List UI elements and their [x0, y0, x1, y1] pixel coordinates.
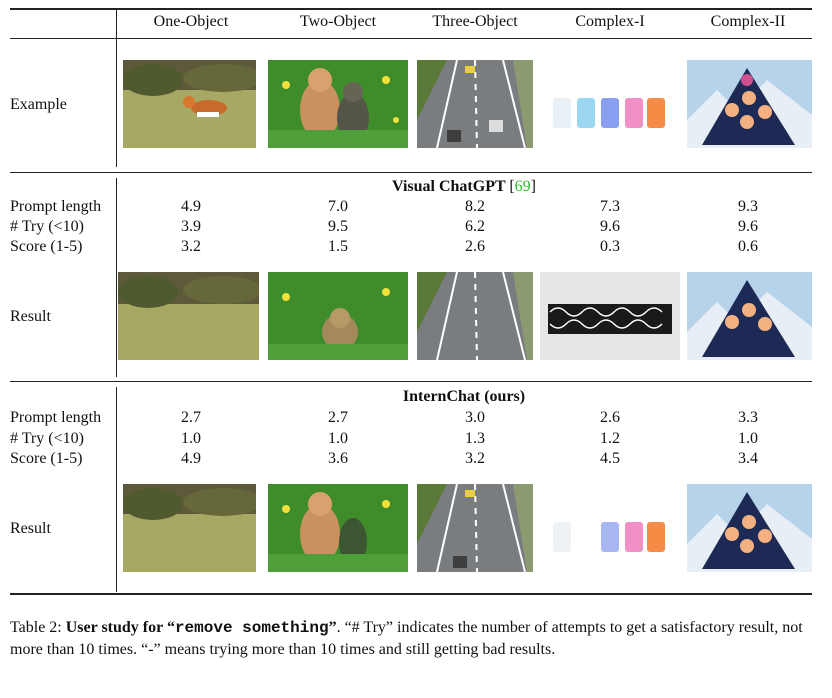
result-image-cups — [547, 484, 672, 572]
cell: 2.7 — [328, 409, 348, 426]
cell: 2.6 — [600, 409, 620, 426]
result-label: Result — [10, 520, 51, 537]
example-image-cups — [547, 60, 672, 148]
cell: 2.7 — [181, 409, 201, 426]
cell: 3.2 — [181, 238, 201, 255]
row-label-prompt-length: Prompt length — [10, 198, 102, 215]
cell: 3.6 — [328, 450, 348, 467]
column-divider-1 — [116, 10, 117, 167]
cell: 1.2 — [600, 430, 620, 447]
cell: 9.6 — [600, 218, 620, 235]
row-label-prompt-length: Prompt length — [10, 409, 102, 426]
cell: 4.5 — [600, 450, 620, 467]
result-image-cartoon — [687, 484, 812, 572]
result-image-pattern — [540, 272, 680, 360]
column-header-complex-i: Complex-I — [575, 13, 645, 30]
result-image-field — [123, 484, 256, 572]
cell: 1.0 — [181, 430, 201, 447]
section-rule — [10, 381, 812, 382]
cell: 1.0 — [328, 430, 348, 447]
citation-link[interactable]: 69 — [514, 178, 531, 195]
result-image-cat — [268, 484, 408, 572]
row-label-score: Score (1-5) — [10, 450, 83, 467]
section-title-text: Visual ChatGPT — [391, 178, 506, 195]
cell: 9.6 — [738, 218, 758, 235]
cell: 0.6 — [738, 238, 758, 255]
cell: 1.5 — [328, 238, 348, 255]
column-header-three-object: Three-Object — [432, 13, 518, 30]
cell: 3.2 — [465, 450, 485, 467]
cell: 7.3 — [600, 198, 620, 215]
caption-code: remove something — [174, 619, 329, 637]
section-title-internchat: InternChat (ours) — [402, 388, 526, 405]
example-image-cats — [268, 60, 408, 148]
cell: 3.9 — [181, 218, 201, 235]
cell: 0.3 — [600, 238, 620, 255]
cell: 7.0 — [328, 198, 348, 215]
top-rule — [10, 8, 812, 10]
bottom-rule — [10, 593, 812, 595]
table-caption: Table 2: User study for “remove somethin… — [10, 617, 815, 660]
example-image-highway — [417, 60, 533, 148]
cell: 8.2 — [465, 198, 485, 215]
row-label-try: # Try (<10) — [10, 430, 84, 447]
example-rule — [10, 172, 812, 173]
row-label-score: Score (1-5) — [10, 238, 83, 255]
column-header-complex-ii: Complex-II — [710, 13, 786, 30]
example-image-corgi — [123, 60, 256, 148]
caption-text: . “# Try” indicates the number of attemp… — [10, 619, 803, 658]
cell: 3.0 — [465, 409, 485, 426]
header-rule — [10, 38, 812, 39]
column-divider-3 — [116, 387, 117, 592]
result-image-field — [118, 272, 259, 360]
cell: 9.5 — [328, 218, 348, 235]
column-header-two-object: Two-Object — [299, 13, 377, 30]
cell: 6.2 — [465, 218, 485, 235]
result-image-highway — [417, 272, 533, 360]
column-divider-2 — [116, 178, 117, 377]
result-image-highway — [417, 484, 533, 572]
cell: 9.3 — [738, 198, 758, 215]
caption-bold-start: User study for “ — [65, 619, 175, 636]
caption-bold-end: ” — [328, 619, 337, 636]
result-label: Result — [10, 308, 51, 325]
caption-prefix: Table 2: — [10, 619, 66, 636]
example-label: Example — [10, 96, 67, 113]
column-header-one-object: One-Object — [153, 13, 229, 30]
row-label-try: # Try (<10) — [10, 218, 84, 235]
cell: 3.4 — [738, 450, 758, 467]
section-title-visual-chatgpt: Visual ChatGPT [69] — [391, 178, 536, 195]
cell: 3.3 — [738, 409, 758, 426]
example-image-cartoon — [687, 60, 812, 148]
cell: 1.0 — [738, 430, 758, 447]
cell: 4.9 — [181, 450, 201, 467]
result-image-cat — [268, 272, 408, 360]
cell: 1.3 — [465, 430, 485, 447]
cell: 4.9 — [181, 198, 201, 215]
result-image-cartoon — [687, 272, 812, 360]
cell: 2.6 — [465, 238, 485, 255]
